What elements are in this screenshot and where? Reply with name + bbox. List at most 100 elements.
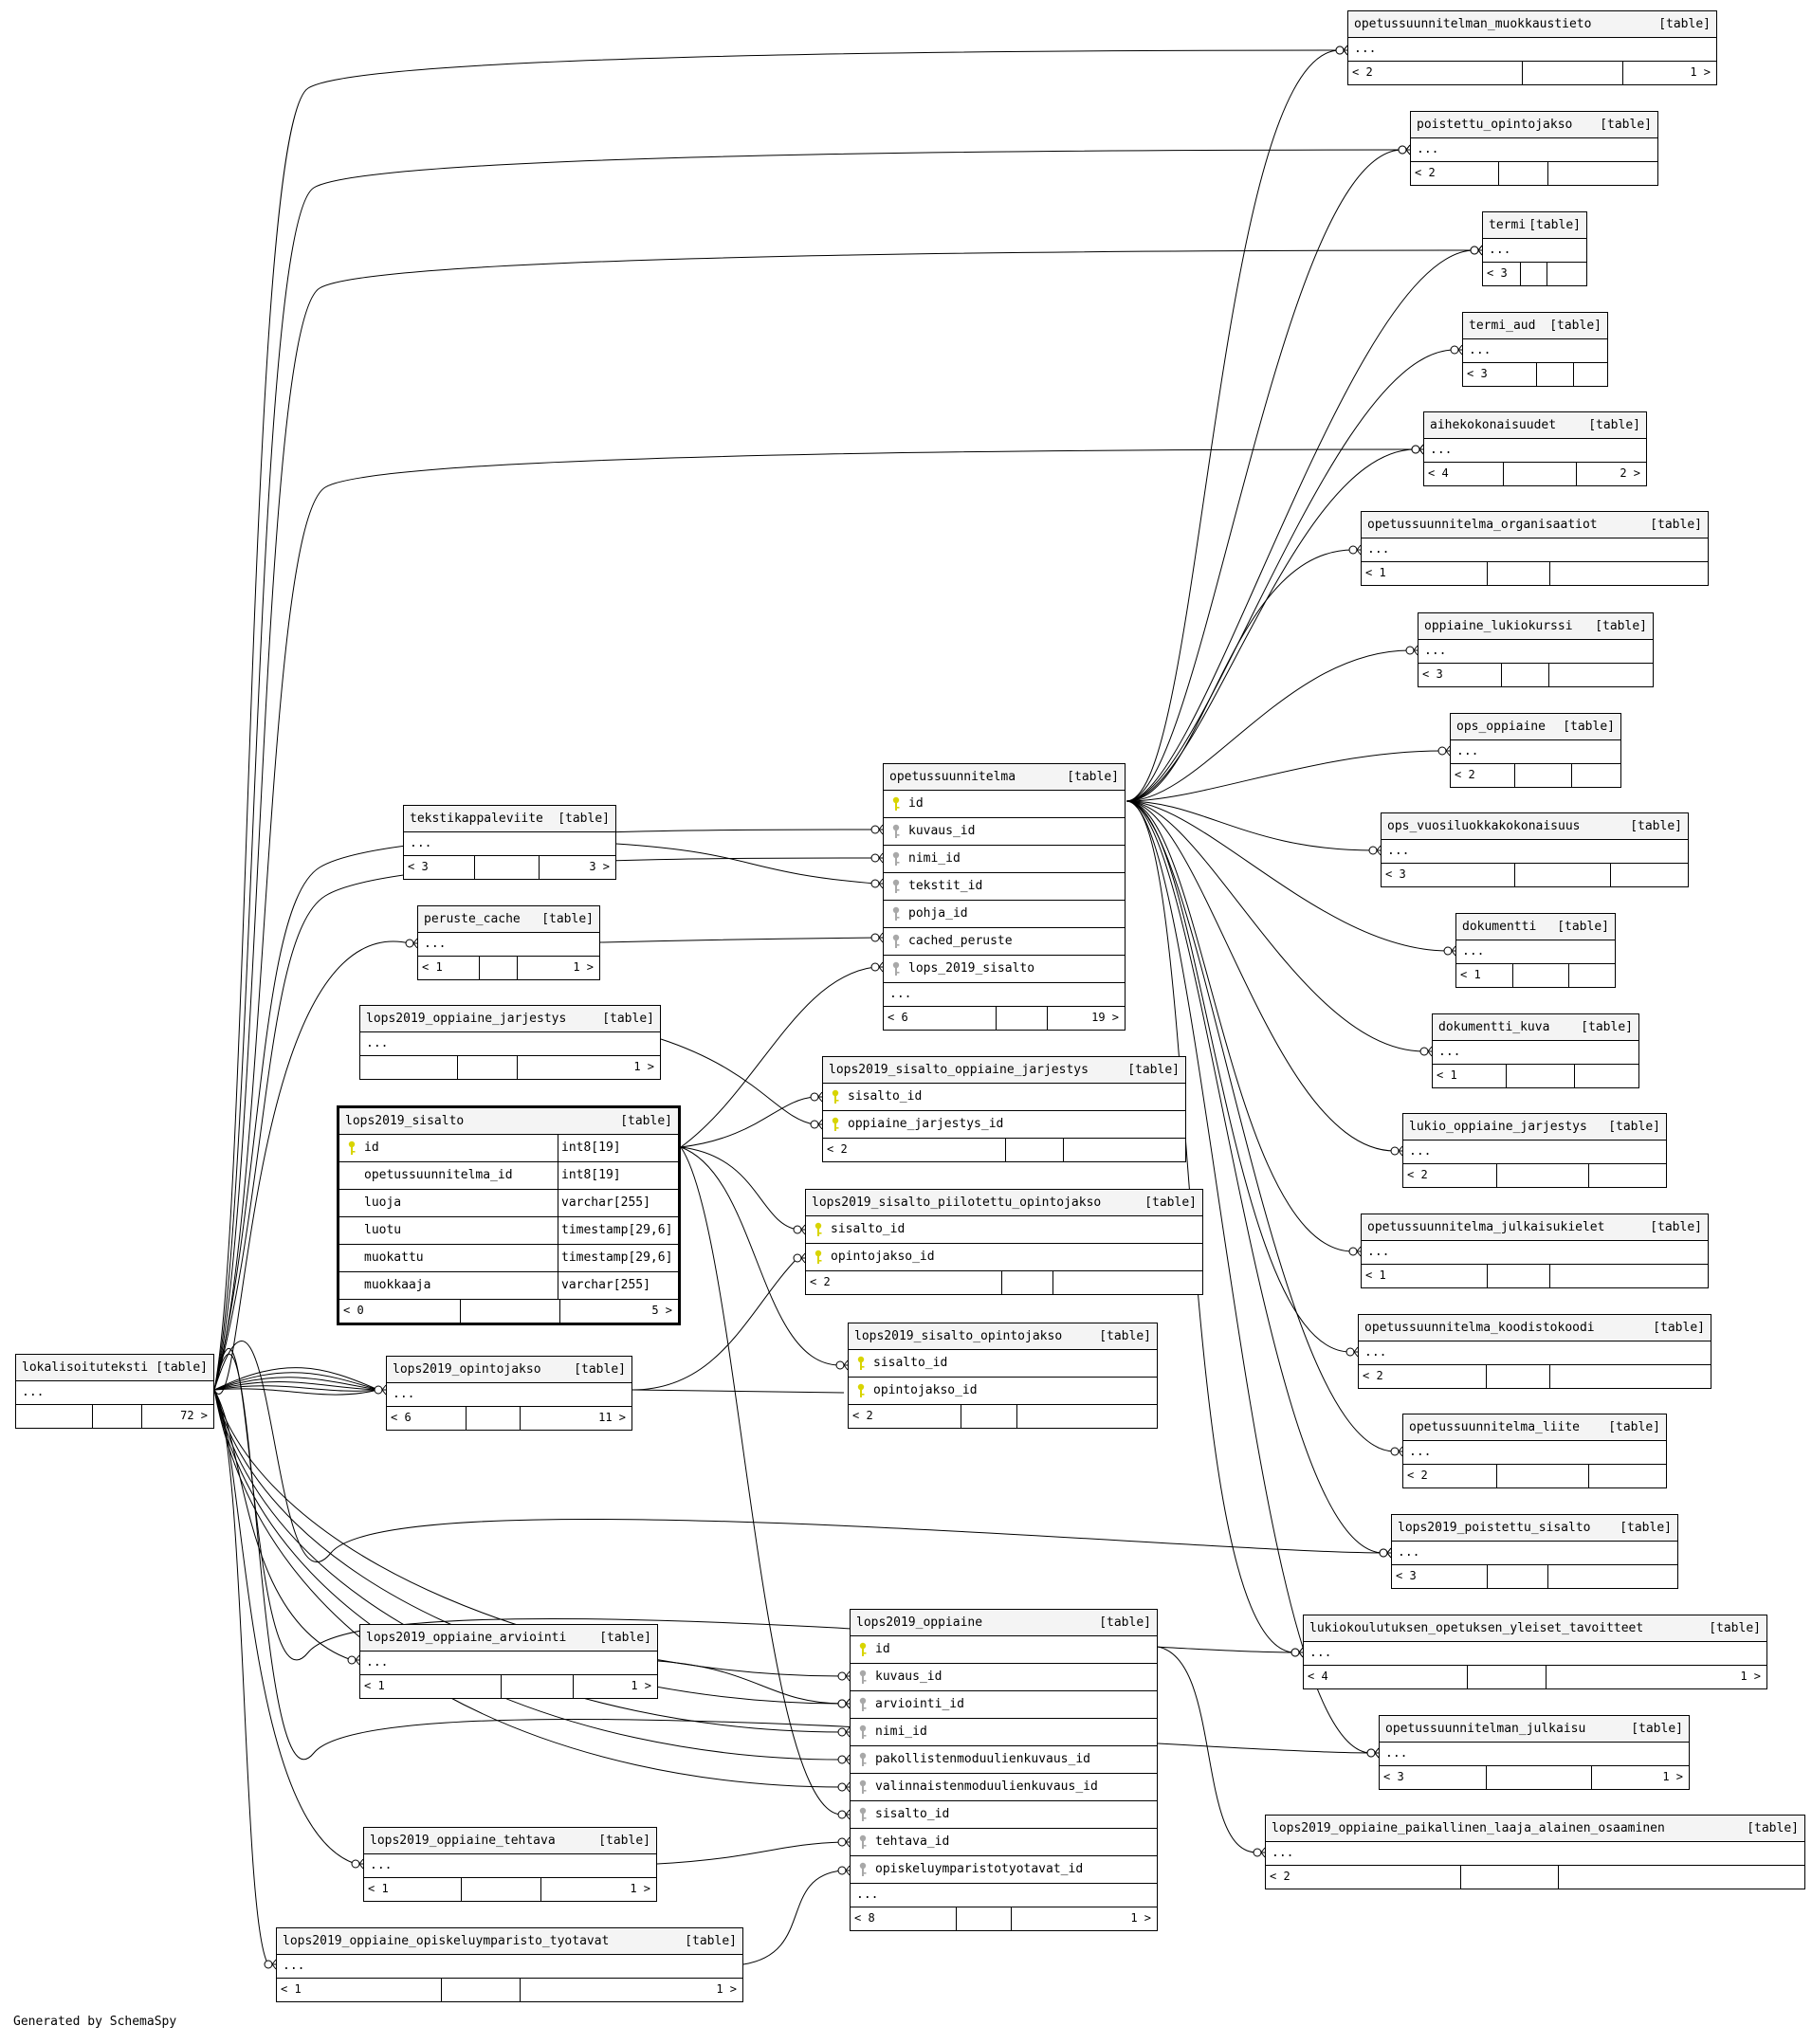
more-columns[interactable]: ... <box>1348 38 1716 62</box>
more-columns[interactable]: ... <box>1403 1141 1666 1164</box>
column-row[interactable]: tekstit_id <box>884 873 1125 901</box>
column-row[interactable]: opiskeluymparistotyotavat_id <box>851 1856 1157 1884</box>
column-row[interactable]: cached_peruste <box>884 928 1125 956</box>
relationship-edge <box>1126 149 1403 802</box>
relationship-edge <box>615 843 876 885</box>
table-lops2019-oppiaine-opiskeluymparisto-tyotavat[interactable]: lops2019_oppiaine_opiskeluymparisto_tyot… <box>276 1927 743 2002</box>
column-row[interactable]: pohja_id <box>884 901 1125 928</box>
more-columns[interactable]: ... <box>1433 1041 1638 1065</box>
more-columns[interactable]: ... <box>16 1381 213 1405</box>
more-columns[interactable]: ... <box>1403 1441 1666 1465</box>
column-row[interactable]: sisalto_id <box>849 1350 1157 1378</box>
column-row[interactable]: kuvaus_id <box>884 818 1125 846</box>
more-columns[interactable]: ... <box>1463 339 1607 363</box>
more-columns[interactable]: ... <box>1266 1842 1804 1866</box>
more-columns[interactable]: ... <box>360 1032 660 1056</box>
table-ops-oppiaine[interactable]: ops_oppiaine[table]...< 2 <box>1450 713 1621 788</box>
more-columns[interactable]: ... <box>387 1383 631 1407</box>
table-lukio-oppiaine-jarjestys[interactable]: lukio_oppiaine_jarjestys[table]...< 2 <box>1402 1113 1667 1188</box>
table-footer: < 1 <box>1433 1065 1638 1087</box>
table-lukiokoulutuksen-opetuksen-yleiset-tavoitteet[interactable]: lukiokoulutuksen_opetuksen_yleiset_tavoi… <box>1303 1615 1767 1689</box>
table-header: lops2019_sisalto[table] <box>339 1108 678 1135</box>
cardinality-marker <box>870 962 880 972</box>
table-termi[interactable]: termi[table]...< 3 <box>1482 211 1587 286</box>
table-lokalisoituteksti[interactable]: lokalisoituteksti[table]...72 > <box>15 1354 214 1429</box>
table-poistettu-opintojakso[interactable]: poistettu_opintojakso[table]...< 2 <box>1410 111 1658 186</box>
column-row[interactable]: nimi_id <box>884 846 1125 873</box>
column-row[interactable]: arviointi_id <box>851 1691 1157 1719</box>
more-columns[interactable]: ... <box>884 983 1125 1007</box>
column-row[interactable]: valinnaistenmoduulienkuvaus_id <box>851 1774 1157 1801</box>
column-row[interactable]: kuvaus_id <box>851 1664 1157 1691</box>
table-dokumentti-kuva[interactable]: dokumentti_kuva[table]...< 1 <box>1432 1013 1639 1088</box>
table-opetussuunnitelma-julkaisukielet[interactable]: opetussuunnitelma_julkaisukielet[table].… <box>1361 1214 1709 1288</box>
table-lops2019-oppiaine-paikallinen-laaja-alainen-osaaminen[interactable]: lops2019_oppiaine_paikallinen_laaja_alai… <box>1265 1815 1805 1889</box>
more-columns[interactable]: ... <box>1392 1542 1677 1565</box>
table-lops2019-sisalto-opintojakso[interactable]: lops2019_sisalto_opintojakso[table]sisal… <box>848 1323 1158 1429</box>
more-columns[interactable]: ... <box>1382 840 1688 864</box>
table-lops2019-sisalto-oppiaine-jarjestys[interactable]: lops2019_sisalto_oppiaine_jarjestys[tabl… <box>822 1056 1186 1162</box>
column-row[interactable]: lops_2019_sisalto <box>884 956 1125 983</box>
table-oppiaine-lukiokurssi[interactable]: oppiaine_lukiokurssi[table]...< 3 <box>1418 612 1654 687</box>
relationship-edge <box>1343 45 1348 56</box>
more-columns[interactable]: ... <box>1483 239 1586 263</box>
more-columns[interactable]: ... <box>1362 538 1708 562</box>
more-columns[interactable]: ... <box>404 832 615 856</box>
table-lops2019-oppiaine-arviointi[interactable]: lops2019_oppiaine_arviointi[table]...< 1… <box>359 1624 658 1699</box>
table-termi-aud[interactable]: termi_aud[table]...< 3 <box>1462 312 1608 387</box>
table-ops-vuosiluokkakokonaisuus[interactable]: ops_vuosiluokkakokonaisuus[table]...< 3 <box>1381 812 1689 887</box>
more-columns[interactable]: ... <box>1304 1642 1766 1666</box>
more-columns[interactable]: ... <box>851 1884 1157 1907</box>
table-type-label: [table] <box>1630 819 1682 833</box>
more-columns[interactable]: ... <box>418 933 599 957</box>
more-columns[interactable]: ... <box>1451 740 1620 764</box>
more-columns[interactable]: ... <box>1359 1341 1711 1365</box>
more-columns[interactable]: ... <box>1418 640 1653 664</box>
table-name: lops2019_sisalto_piilotettu_opintojakso <box>812 1195 1102 1210</box>
table-opetussuunnitelma-liite[interactable]: opetussuunnitelma_liite[table]...< 2 <box>1402 1414 1667 1488</box>
more-columns[interactable]: ... <box>1380 1743 1689 1766</box>
column-row[interactable]: opintojakso_id <box>849 1378 1157 1405</box>
table-lops2019-poistettu-sisalto[interactable]: lops2019_poistettu_sisalto[table]...< 3 <box>1391 1514 1678 1589</box>
table-lops2019-oppiaine-jarjestys[interactable]: lops2019_oppiaine_jarjestys[table]...1 > <box>359 1005 661 1080</box>
column-row[interactable]: id <box>884 791 1125 818</box>
more-columns[interactable]: ... <box>1456 940 1615 964</box>
more-columns[interactable]: ... <box>1362 1241 1708 1265</box>
table-lops2019-sisalto-piilotettu-opintojakso[interactable]: lops2019_sisalto_piilotettu_opintojakso[… <box>805 1189 1203 1295</box>
more-columns[interactable]: ... <box>1411 138 1657 162</box>
table-dokumentti[interactable]: dokumentti[table]...< 1 <box>1455 913 1616 988</box>
more-columns[interactable]: ... <box>364 1854 656 1878</box>
column-row[interactable]: oppiaine_jarjestys_id <box>823 1111 1185 1139</box>
table-opetussuunnitelman-muokkaustieto[interactable]: opetussuunnitelman_muokkaustieto[table].… <box>1347 10 1717 85</box>
column-row[interactable]: sisalto_id <box>806 1216 1202 1244</box>
table-opetussuunnitelma-koodistokoodi[interactable]: opetussuunnitelma_koodistokoodi[table]..… <box>1358 1314 1711 1389</box>
table-opetussuunnitelman-julkaisu[interactable]: opetussuunnitelman_julkaisu[table]...< 3… <box>1379 1715 1690 1790</box>
incoming-count: < 1 <box>422 960 443 974</box>
column-row[interactable]: tehtava_id <box>851 1829 1157 1856</box>
column-row[interactable]: sisalto_id <box>823 1084 1185 1111</box>
column-name: opiskeluymparistotyotavat_id <box>875 1862 1084 1876</box>
more-columns[interactable]: ... <box>277 1955 742 1979</box>
more-columns[interactable]: ... <box>360 1652 657 1675</box>
column-row[interactable]: id <box>851 1636 1157 1664</box>
table-opetussuunnitelma-organisaatiot[interactable]: opetussuunnitelma_organisaatiot[table]..… <box>1361 511 1709 586</box>
column-row[interactable]: opintojakso_id <box>806 1244 1202 1271</box>
column-row[interactable]: nimi_id <box>851 1719 1157 1746</box>
more-columns[interactable]: ... <box>1424 439 1646 463</box>
column-row[interactable]: pakollistenmoduulienkuvaus_id <box>851 1746 1157 1774</box>
column-row[interactable]: sisalto_id <box>851 1801 1157 1829</box>
